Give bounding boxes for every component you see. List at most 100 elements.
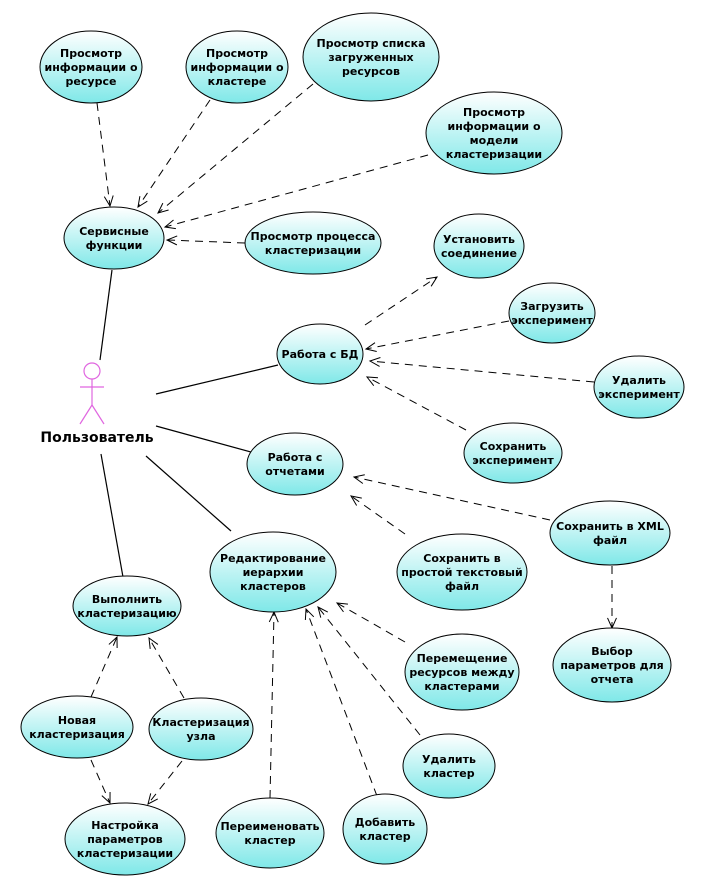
use-case-label: кластеризация <box>29 728 125 741</box>
use-case-label: эксперимент <box>472 454 554 467</box>
use-case-label: Работа с <box>268 451 323 464</box>
use-case-ellipse <box>593 355 685 419</box>
dependency-save_exp-db <box>365 376 467 431</box>
use-case-label: Выполнить <box>92 593 162 606</box>
actor-figure <box>79 362 105 425</box>
use-case-label: эксперимент <box>511 314 593 327</box>
use-case-label: Просмотр списка <box>316 37 425 50</box>
use-case-label: кластер <box>244 834 295 847</box>
arrowhead <box>137 196 148 209</box>
use-case-ellipse <box>63 206 165 270</box>
use-case-ellipse <box>64 802 186 876</box>
dependency-node_cluster-setup <box>147 760 183 805</box>
dependency-load_exp-db <box>364 320 510 352</box>
use-case-ellipse <box>185 30 289 104</box>
dependency-rename-edit_hier <box>268 610 279 799</box>
dependency-save_xml-reports <box>352 474 551 521</box>
arrowhead <box>365 376 379 387</box>
use-case-label: кластер <box>423 767 474 780</box>
use-case-label: эксперимент <box>598 388 680 401</box>
use-case-label: Сохранить <box>480 440 547 453</box>
use-case-label: Загрузить <box>520 300 584 313</box>
arrowhead <box>426 276 439 287</box>
dependency-new_cluster-run_cluster <box>90 635 118 698</box>
use-case-label: Установить <box>443 233 515 246</box>
arrowhead <box>304 607 315 621</box>
arrowhead <box>103 195 114 208</box>
use-case-label: отчета <box>591 673 634 686</box>
use-case-label: Просмотр процесса <box>251 230 376 243</box>
use-case-ellipse <box>404 633 520 711</box>
use-case-label: Сервисные <box>79 225 149 238</box>
arrowhead <box>165 235 178 246</box>
use-case-label: Просмотр <box>206 47 268 60</box>
use-case-db: Работа с БД <box>276 323 364 385</box>
use-case-label: информации о <box>447 120 540 133</box>
actor-name: Пользователь <box>40 430 153 446</box>
use-case-ellipse <box>148 697 254 761</box>
use-case-label: Сохранить в <box>423 552 500 565</box>
use-case-label: параметров для <box>560 659 663 672</box>
dependency-db-connect <box>364 276 439 326</box>
arrowhead <box>364 342 377 352</box>
use-case-label: файл <box>445 580 479 593</box>
use-case-label: соединение <box>441 247 517 260</box>
dependency-save_xml-report_params <box>607 566 617 630</box>
use-case-label: Удалить <box>422 753 476 766</box>
use-case-label: Переименовать <box>220 820 319 833</box>
use-case-ellipse <box>552 627 672 703</box>
use-case-label: Редактирование <box>220 552 326 565</box>
relationship-lines <box>90 83 617 805</box>
use-case-label: кластеризацию <box>77 607 177 620</box>
dependency-res_list-service <box>157 83 314 214</box>
use-case-label: иерархии <box>243 566 304 579</box>
arrowhead <box>108 635 118 649</box>
dependency-res_info-service <box>96 102 114 208</box>
use-case-label: ресурсов между <box>409 666 514 679</box>
use-case-label: загруженных <box>328 51 413 64</box>
arrowhead <box>368 356 381 367</box>
use-case-label: кластеризации <box>446 148 542 161</box>
use-case-label: Сохранить в XML <box>556 520 664 533</box>
arrowhead <box>148 636 159 649</box>
association-line-service <box>99 269 113 361</box>
arrowhead <box>268 610 279 623</box>
association-line-run_cluster <box>100 453 124 578</box>
use-case-ellipse <box>246 432 344 496</box>
use-case-ellipse <box>276 323 364 385</box>
arrowhead <box>335 602 348 613</box>
dependency-add_cluster-edit_hier <box>304 607 378 797</box>
use-case-label: файл <box>593 534 627 547</box>
use-case-ellipse <box>39 30 143 104</box>
arrowhead <box>157 202 169 214</box>
use-case-label: Работа с БД <box>282 348 359 361</box>
use-case-ellipse <box>425 91 563 175</box>
arrowhead <box>349 495 362 506</box>
use-case-label: ресурсов <box>342 65 400 78</box>
arrowhead <box>352 474 365 484</box>
association-line-reports <box>155 425 259 455</box>
association-line-db <box>155 364 279 395</box>
use-case-label: кластерами <box>424 680 499 693</box>
use-case-label: Просмотр <box>463 106 525 119</box>
dependency-cluster_info-service <box>137 99 211 209</box>
